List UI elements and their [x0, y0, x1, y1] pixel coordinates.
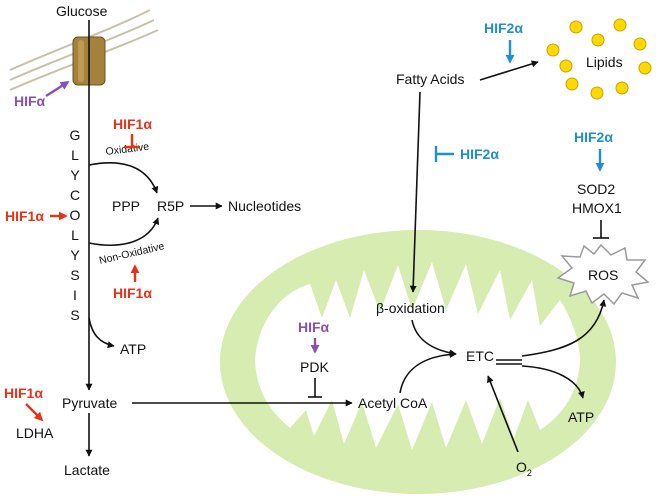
non-oxidative-arrow: [88, 217, 160, 246]
ldha-label: LDHA: [16, 425, 54, 441]
ppp-label: PPP: [112, 198, 140, 214]
ros-label: ROS: [588, 267, 618, 283]
glycolysis-letter: Y: [70, 167, 80, 183]
hmox1-label: HMOX1: [572, 200, 622, 216]
etc-to-ros-arrow: [521, 299, 607, 357]
pyruvate-label: Pyruvate: [62, 395, 117, 411]
glycolysis-letter: S: [70, 307, 79, 323]
glycolysis-letter: L: [71, 147, 79, 163]
oxidative-arrow: [88, 162, 159, 194]
hif2-alpha-beta-oxidation-label: HIF2α: [460, 146, 499, 162]
hif1-alpha-ldha-label: HIF1α: [4, 385, 43, 401]
oxidative-label: Oxidative: [105, 141, 150, 158]
acetyl-coa-label: Acetyl CoA: [358, 395, 428, 411]
hif1-alpha-ldha-arrow: [25, 403, 44, 422]
lactate-label: Lactate: [64, 462, 110, 478]
glycolysis-letter: O: [70, 207, 81, 223]
non-oxidative-label: Non-Oxidative: [98, 240, 166, 267]
glycolysis-atp-label: ATP: [120, 341, 146, 357]
burst-icon: [556, 243, 650, 306]
hif2-alpha-ros-label: HIF2α: [574, 129, 613, 145]
r5p-label: R5P: [157, 198, 184, 214]
acetyl-coa-to-etc-arrow: [399, 350, 457, 394]
etc-label: ETC: [466, 348, 494, 364]
fatty-acids-label: Fatty Acids: [396, 71, 464, 87]
oxygen-label: O2: [516, 459, 532, 478]
sod2-label: SOD2: [577, 181, 615, 197]
glucose-label: Glucose: [56, 3, 108, 19]
nucleotides-label: Nucleotides: [228, 198, 301, 214]
etc-to-atp-arrow: [521, 365, 585, 399]
hif-alpha-transport-arrow: [45, 80, 70, 98]
glycolysis-atp-arrow: [88, 317, 115, 349]
glycolysis-letter: S: [70, 267, 79, 283]
hif1-alpha-oxidative-label: HIF1α: [113, 116, 152, 132]
glycolysis-letter: G: [70, 127, 81, 143]
fatty-acids-to-lipids-arrow: [479, 60, 539, 81]
lipids-label: Lipids: [586, 54, 623, 70]
glycolysis-letter: C: [70, 187, 80, 203]
glycolysis-letter: I: [73, 287, 77, 303]
oxygen-to-etc-arrow: [487, 375, 519, 453]
glycolysis-letter: Y: [70, 247, 80, 263]
beta-oxidation-to-etc-arrow: [411, 319, 457, 357]
hif-alpha-pdk-label: HIFα: [298, 319, 330, 335]
hif-alpha-transport-label: HIFα: [14, 93, 46, 109]
lipid-droplet-icon: [546, 18, 652, 100]
pdk-label: PDK: [300, 359, 329, 375]
beta-oxidation-label: β-oxidation: [376, 300, 445, 316]
glycolysis-letter: L: [71, 227, 79, 243]
mitochondrion-icon: [220, 230, 616, 494]
etc-atp-label: ATP: [568, 409, 594, 425]
hif1-alpha-glycolysis-label: HIF1α: [5, 208, 44, 224]
hif2-alpha-lipids-label: HIF2α: [484, 20, 523, 36]
glycolysis-letters: G L Y C O L Y S I S: [70, 127, 81, 323]
hif1-alpha-non-oxidative-label: HIF1α: [113, 285, 152, 301]
fatty-acids-to-beta-oxidation-arrow: [409, 91, 421, 293]
